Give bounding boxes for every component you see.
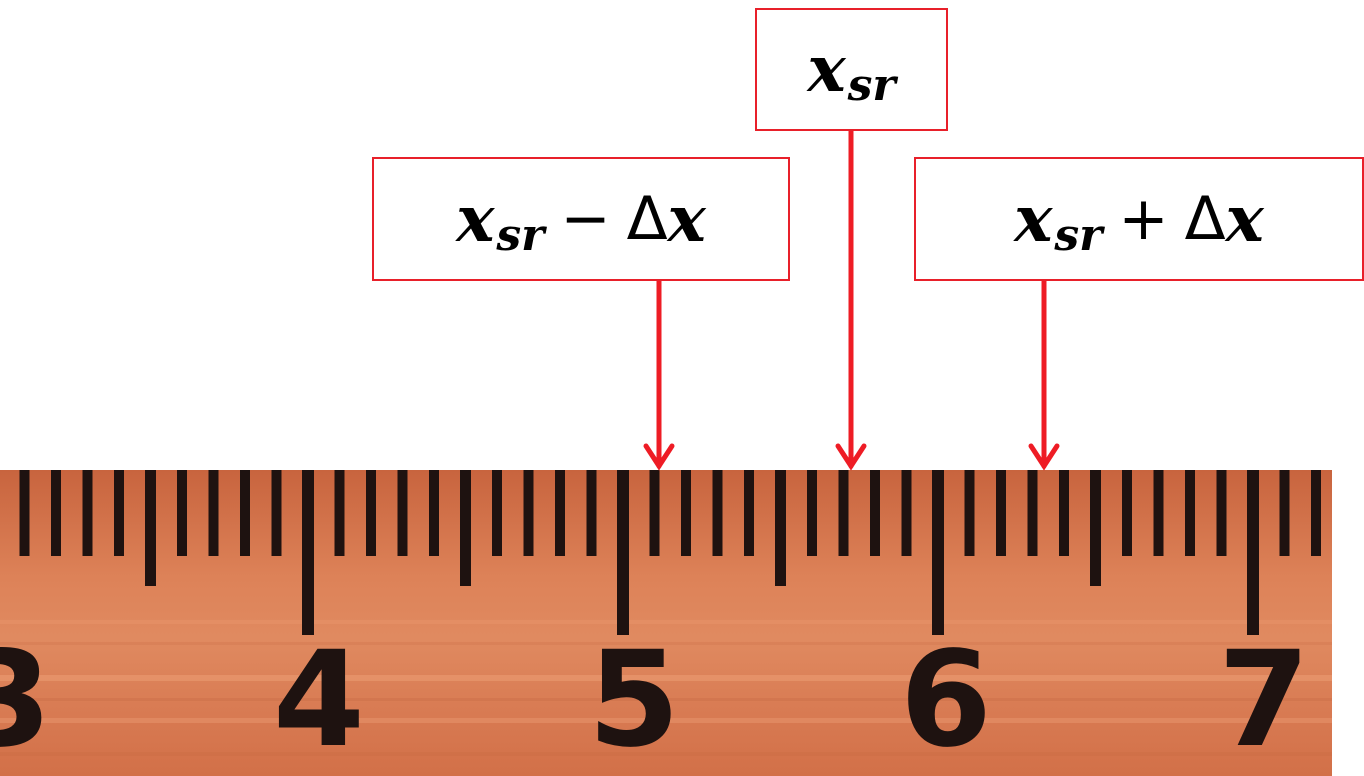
label-right-operator: +	[1118, 184, 1169, 254]
label-left-delta: Δ	[626, 184, 668, 254]
ruler-minor-tick	[366, 470, 376, 556]
label-x-sr-var: x	[807, 32, 846, 107]
wood-grain-stripe	[0, 718, 1332, 723]
ruler-minor-tick	[712, 470, 723, 556]
ruler-major-tick	[1247, 470, 1259, 635]
ruler-number-7: 7	[1218, 623, 1310, 776]
ruler-minor-tick	[870, 470, 880, 556]
ruler-half-tick	[145, 470, 156, 586]
arrow-right	[1028, 278, 1060, 471]
ruler-minor-tick	[1279, 470, 1290, 556]
ruler-body	[0, 470, 1332, 776]
label-left-var: x	[456, 181, 495, 257]
ruler-minor-tick	[208, 470, 219, 556]
ruler-minor-tick	[1216, 470, 1227, 556]
label-right-subscript: sr	[1054, 209, 1103, 261]
label-right-var: x	[1014, 181, 1053, 257]
ruler-minor-tick	[334, 470, 345, 556]
ruler-wood-grain	[0, 620, 1332, 756]
ruler-minor-tick	[114, 470, 124, 556]
ruler-half-tick	[460, 470, 471, 586]
ruler-minor-tick	[492, 470, 502, 556]
ruler-minor-tick	[397, 470, 408, 556]
ruler-minor-tick	[838, 470, 849, 556]
ruler-minor-tick	[240, 470, 250, 556]
ruler-minor-tick	[1027, 470, 1038, 556]
ruler-minor-tick	[744, 470, 754, 556]
ruler-major-tick	[302, 470, 314, 635]
ruler-number-4: 4	[273, 623, 365, 776]
ruler-minor-tick	[555, 470, 565, 556]
ruler-minor-tick	[1059, 470, 1069, 556]
ruler-minor-tick	[51, 470, 61, 556]
wood-grain-stripe	[0, 620, 1332, 624]
ruler-half-tick	[1090, 470, 1101, 586]
ruler-minor-tick	[429, 470, 439, 556]
ruler-minor-tick	[996, 470, 1006, 556]
ruler-number-6: 6	[900, 623, 992, 776]
wood-grain-stripe	[0, 752, 1332, 756]
ruler-minor-tick	[523, 470, 534, 556]
ruler-minor-tick	[271, 470, 282, 556]
ruler-half-tick	[775, 470, 786, 586]
arrow-left	[643, 278, 675, 471]
label-left-operator: −	[560, 184, 611, 254]
ruler-minor-tick	[901, 470, 912, 556]
ruler-minor-tick	[177, 470, 187, 556]
ruler-major-tick	[617, 470, 629, 635]
ruler-ticks	[19, 470, 1321, 635]
wood-grain-stripe	[0, 698, 1332, 701]
ruler-minor-tick	[19, 470, 30, 556]
wood-grain-stripe	[0, 675, 1332, 681]
ruler-minor-tick	[82, 470, 93, 556]
ruler-minor-tick	[586, 470, 597, 556]
label-x-sr-subscript: sr	[847, 60, 896, 111]
ruler-minor-tick	[1122, 470, 1132, 556]
ruler: 3 4 5 6 7	[0, 470, 1332, 776]
label-right-delta-var: x	[1225, 181, 1264, 257]
ruler-number-3: 3	[0, 623, 52, 776]
label-left-subscript: sr	[496, 209, 545, 261]
ruler-minor-tick	[1311, 470, 1321, 556]
ruler-numbers: 3 4 5 6 7	[0, 623, 1310, 776]
ruler-minor-tick	[1153, 470, 1164, 556]
label-left-delta-var: x	[667, 181, 706, 257]
ruler-minor-tick	[1185, 470, 1195, 556]
wood-grain-stripe	[0, 642, 1332, 645]
ruler-minor-tick	[681, 470, 691, 556]
ruler-number-5: 5	[588, 623, 680, 776]
label-right-delta: Δ	[1184, 184, 1226, 254]
arrow-center	[835, 128, 867, 471]
ruler-major-tick	[932, 470, 944, 635]
ruler-minor-tick	[649, 470, 660, 556]
ruler-minor-tick	[964, 470, 975, 556]
ruler-minor-tick	[807, 470, 817, 556]
